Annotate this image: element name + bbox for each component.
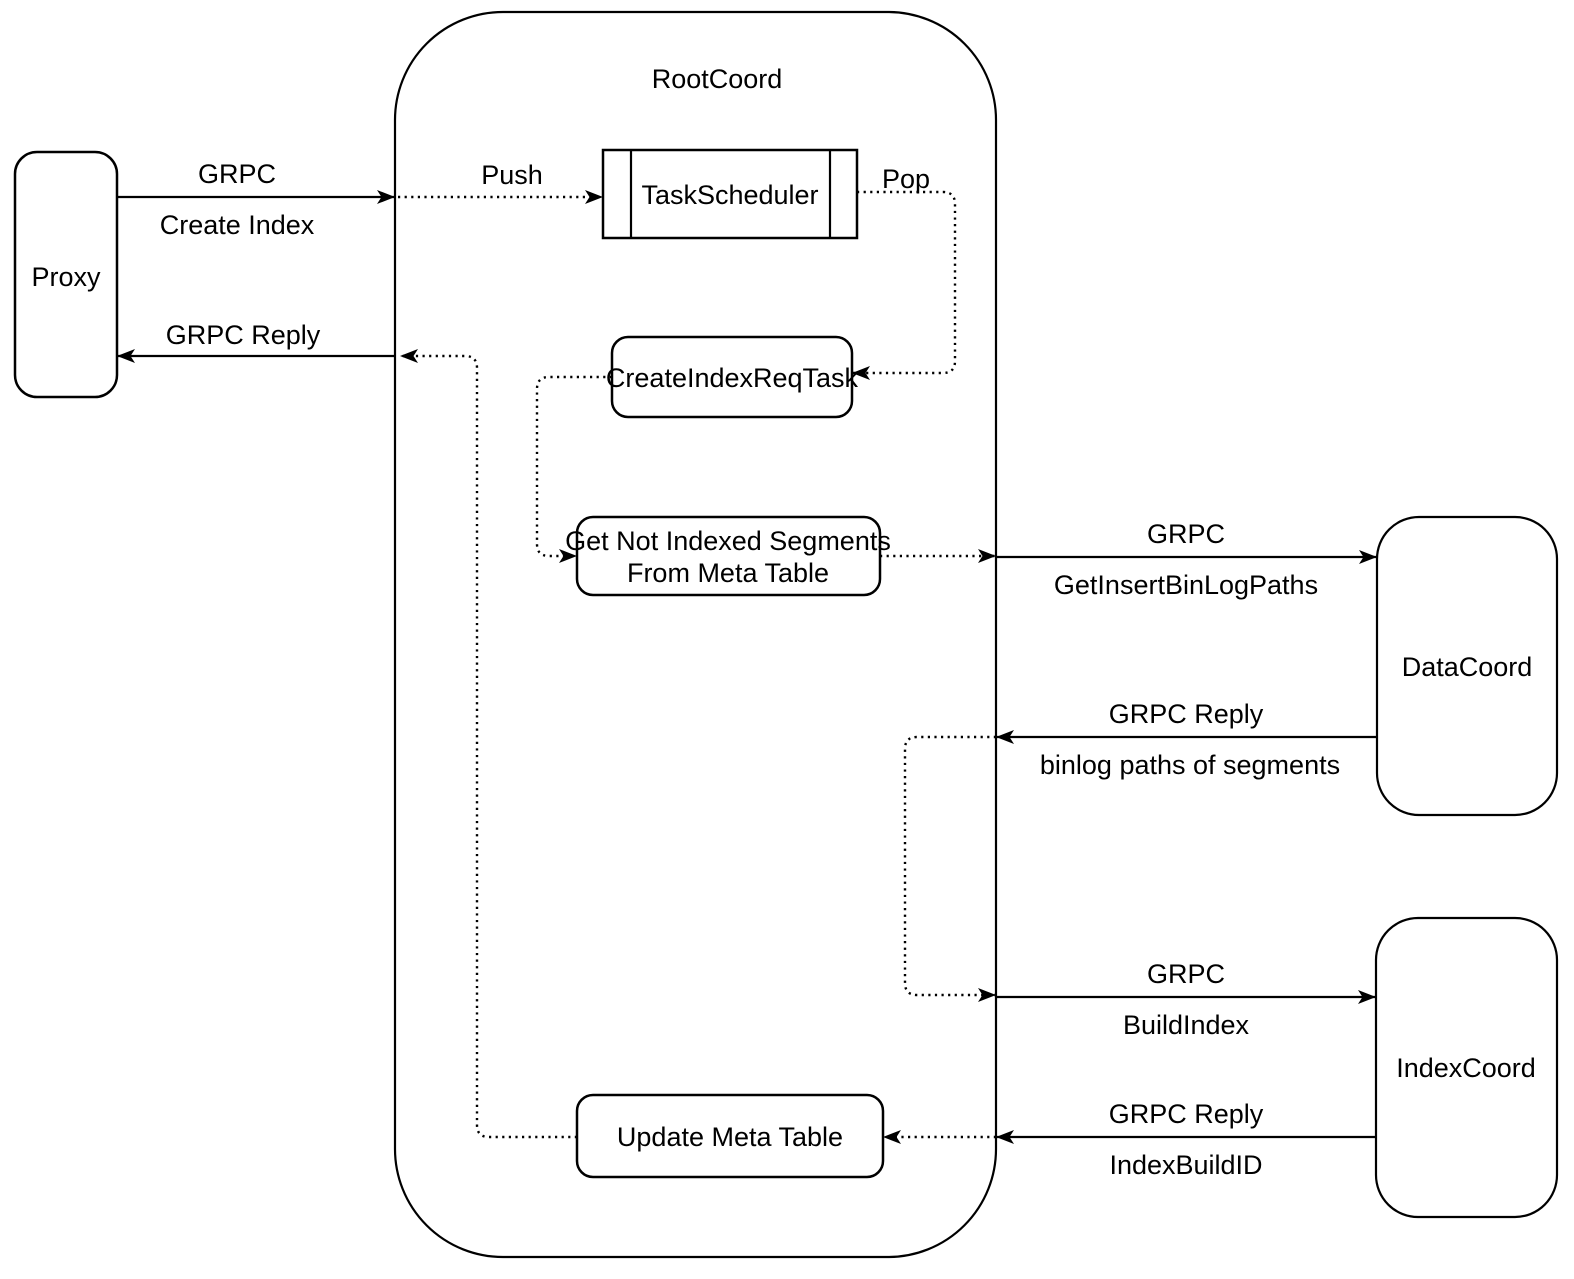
- push-label: Push: [481, 160, 543, 190]
- proxy-node: [13, 150, 119, 399]
- create-index-message-label: Create Index: [160, 210, 315, 240]
- data-coord-label: DataCoord: [1402, 652, 1533, 682]
- get-not-indexed-segments-label-line1: Get Not Indexed Segments: [565, 526, 891, 556]
- binlog-paths-reply-message-label: binlog paths of segments: [1040, 750, 1340, 780]
- build-index-protocol-label: GRPC: [1147, 959, 1225, 989]
- dotted-update-meta-table-to-reply: [400, 349, 577, 1139]
- rootcoord-container: [393, 10, 998, 1259]
- rootcoord-title: RootCoord: [652, 64, 783, 94]
- dotted-create-index-req-task-to-get-not-indexed: [535, 375, 612, 563]
- update-meta-table-label: Update Meta Table: [617, 1122, 843, 1152]
- create-index-protocol-label: GRPC: [198, 159, 276, 189]
- index-build-id-reply-message-label: IndexBuildID: [1109, 1150, 1262, 1180]
- task-scheduler-node: TaskScheduler: [601, 148, 859, 240]
- index-coord-label: IndexCoord: [1396, 1053, 1536, 1083]
- get-not-indexed-segments-label-line2: From Meta Table: [627, 558, 829, 588]
- binlog-paths-reply-protocol-label: GRPC Reply: [1109, 699, 1264, 729]
- task-scheduler-rect: [601, 148, 859, 240]
- proxy-label: Proxy: [31, 262, 101, 292]
- get-insert-binlog-paths-protocol-label: GRPC: [1147, 519, 1225, 549]
- create-index-reply-label: GRPC Reply: [166, 320, 321, 350]
- create-index-req-task-label: CreateIndexReqTask: [606, 363, 859, 393]
- data-coord-node: [1375, 515, 1559, 817]
- pop-label: Pop: [882, 164, 930, 194]
- build-index-message-label: BuildIndex: [1123, 1010, 1250, 1040]
- get-insert-binlog-paths-message-label: GetInsertBinLogPaths: [1054, 570, 1318, 600]
- index-build-id-reply-protocol-label: GRPC Reply: [1109, 1099, 1264, 1129]
- task-scheduler-label: TaskScheduler: [641, 180, 818, 210]
- index-coord-node: [1374, 916, 1559, 1219]
